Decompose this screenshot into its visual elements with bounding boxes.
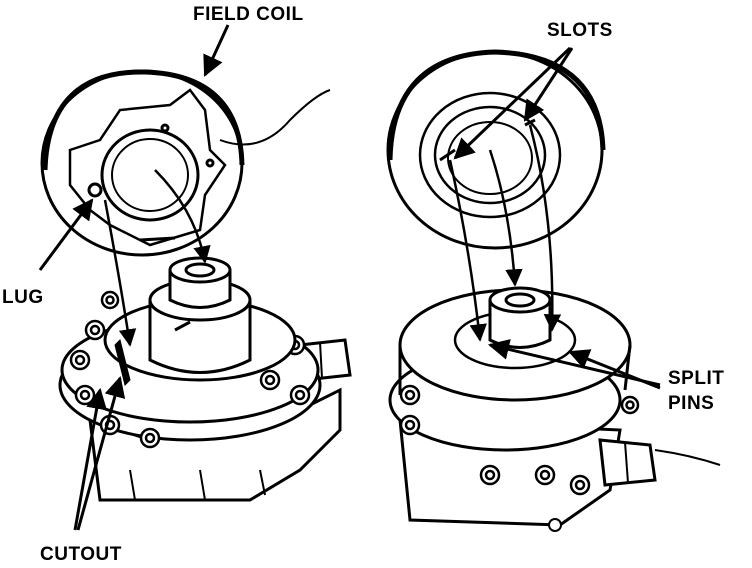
left-alignment-arrows — [103, 169, 211, 347]
field-coil-label: FIELD COIL — [193, 4, 304, 25]
left-leader-lines — [38, 24, 230, 531]
cutout-label: CUTOUT — [40, 544, 122, 565]
right-compressor-body — [388, 286, 721, 532]
right-field-coil — [386, 49, 606, 250]
slots-label: SLOTS — [547, 20, 613, 41]
lug-label: LUG — [2, 287, 44, 308]
left-compressor-body — [58, 256, 352, 502]
split-label: SPLIT — [668, 368, 725, 389]
right-alignment-arrows — [448, 124, 562, 342]
pins-label: PINS — [668, 393, 715, 414]
right-leader-lines — [453, 46, 661, 390]
left-field-coil — [40, 69, 331, 257]
